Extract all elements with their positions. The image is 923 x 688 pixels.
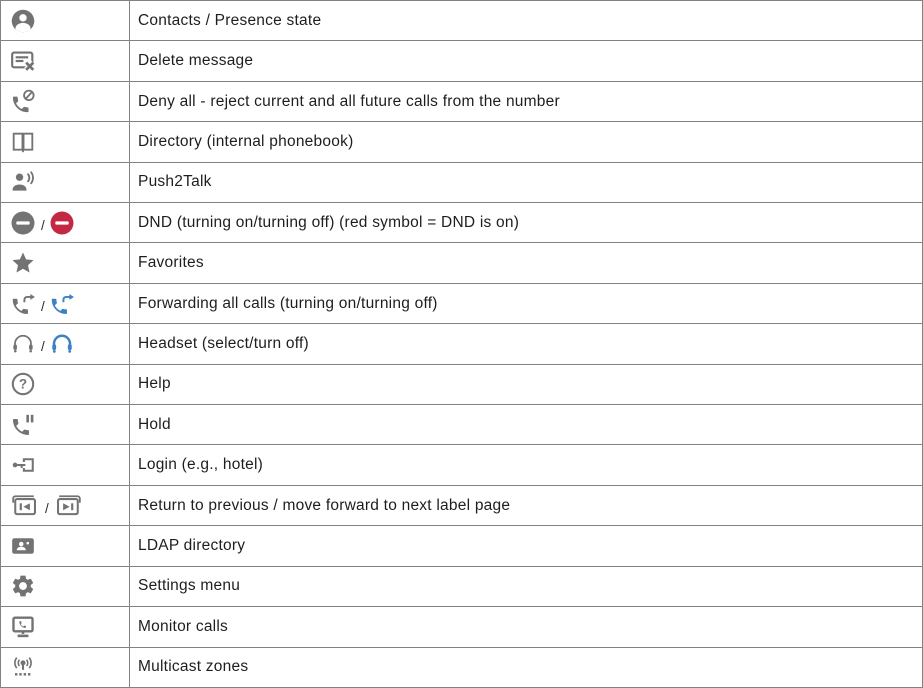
- label-cell: Monitor calls: [130, 607, 922, 646]
- label-cell: Settings menu: [130, 567, 922, 606]
- label-cell: Favorites: [130, 243, 922, 282]
- icon-separator: /: [41, 339, 45, 355]
- multicast-zones-icon: [10, 654, 36, 680]
- icon-cell: [1, 122, 130, 162]
- forwarding-on-icon: [49, 291, 75, 317]
- label-cell: Headset (select/turn off): [130, 324, 922, 363]
- icon-cell: [1, 445, 130, 485]
- headset-select-icon: [10, 331, 36, 357]
- label-cell: Push2Talk: [130, 163, 922, 202]
- icon-cell: [1, 526, 130, 566]
- row-label: LDAP directory: [138, 536, 246, 554]
- monitor-calls-icon: [10, 614, 36, 640]
- label-cell: Hold: [130, 405, 922, 444]
- icon-cell: [1, 566, 130, 607]
- table-row: Multicast zones: [1, 647, 922, 687]
- table-row: / DND (turning on/turning off) (red symb…: [1, 203, 922, 244]
- label-cell: DND (turning on/turning off) (red symbol…: [130, 203, 922, 242]
- label-cell: Deny all - reject current and all future…: [130, 82, 922, 121]
- label-cell: LDAP directory: [130, 526, 922, 565]
- table-row: Contacts / Presence state: [1, 1, 922, 42]
- table-row: Directory (internal phonebook): [1, 122, 922, 163]
- svg-text:?: ?: [19, 377, 27, 392]
- dnd-on-icon: [49, 210, 75, 236]
- row-label: Monitor calls: [138, 617, 229, 635]
- contacts-presence-icon: [10, 8, 36, 34]
- table-row: Hold: [1, 405, 922, 446]
- label-cell: Delete message: [130, 41, 922, 80]
- row-label: Contacts / Presence state: [138, 11, 322, 29]
- icon-separator: /: [45, 500, 49, 516]
- hold-icon: [10, 412, 36, 438]
- next-label-page-icon: [53, 493, 83, 519]
- label-cell: Help: [130, 365, 922, 404]
- directory-icon: [10, 129, 36, 155]
- row-label: Directory (internal phonebook): [138, 132, 354, 150]
- deny-all-icon: [10, 89, 36, 115]
- icon-cell: /: [1, 203, 130, 243]
- row-label: Forwarding all calls (turning on/turning…: [138, 294, 438, 312]
- row-label: Push2Talk: [138, 173, 212, 191]
- ldap-directory-icon: [10, 533, 36, 559]
- table-row: Deny all - reject current and all future…: [1, 81, 922, 123]
- icon-separator: /: [41, 298, 45, 314]
- label-cell: Forwarding all calls (turning on/turning…: [130, 284, 922, 323]
- table-row: / Return to previous / move forward to n…: [1, 485, 922, 527]
- label-cell: Multicast zones: [130, 648, 922, 687]
- icon-cell: [1, 81, 130, 122]
- icon-cell: [1, 41, 130, 81]
- forwarding-off-icon: [10, 291, 36, 317]
- row-label: Delete message: [138, 52, 254, 70]
- table-row: Monitor calls: [1, 607, 922, 648]
- row-label: Multicast zones: [138, 658, 249, 676]
- row-label: Login (e.g., hotel): [138, 456, 264, 474]
- icon-cell: [1, 243, 130, 283]
- login-icon: [10, 452, 36, 478]
- dnd-off-icon: [10, 210, 36, 236]
- row-label: Hold: [138, 415, 171, 433]
- row-label: Settings menu: [138, 577, 241, 595]
- table-row: Push2Talk: [1, 162, 922, 204]
- label-cell: Return to previous / move forward to nex…: [130, 486, 922, 525]
- icon-cell: [1, 607, 130, 647]
- push2talk-icon: [10, 169, 36, 195]
- previous-label-page-icon: [10, 493, 40, 519]
- table-row: Settings menu: [1, 566, 922, 608]
- table-row: ? Help: [1, 364, 922, 406]
- row-label: Headset (select/turn off): [138, 334, 309, 352]
- table-row: LDAP directory: [1, 526, 922, 567]
- label-cell: Login (e.g., hotel): [130, 445, 922, 484]
- icon-cell: /: [1, 485, 130, 526]
- row-label: Deny all - reject current and all future…: [138, 92, 560, 110]
- table-row: / Forwarding all calls (turning on/turni…: [1, 283, 922, 325]
- row-label: Favorites: [138, 254, 204, 272]
- label-cell: Directory (internal phonebook): [130, 122, 922, 161]
- label-cell: Contacts / Presence state: [130, 1, 922, 40]
- icon-cell: /: [1, 283, 130, 324]
- icon-cell: [1, 1, 130, 41]
- help-icon: ?: [10, 371, 36, 397]
- table-row: / Headset (select/turn off): [1, 324, 922, 365]
- delete-message-icon: [10, 48, 36, 74]
- icon-separator: /: [41, 217, 45, 233]
- icon-cell: [1, 405, 130, 445]
- icon-cell: [1, 647, 130, 687]
- row-label: Return to previous / move forward to nex…: [138, 496, 511, 514]
- icon-cell: ?: [1, 364, 130, 405]
- table-row: Login (e.g., hotel): [1, 445, 922, 486]
- settings-icon: [10, 573, 36, 599]
- favorites-icon: [10, 250, 36, 276]
- table-row: Favorites: [1, 243, 922, 284]
- row-label: DND (turning on/turning off) (red symbol…: [138, 213, 520, 231]
- headset-off-icon: [49, 331, 75, 357]
- table-row: Delete message: [1, 41, 922, 82]
- icon-cell: [1, 162, 130, 203]
- row-label: Help: [138, 375, 171, 393]
- icon-cell: /: [1, 324, 130, 364]
